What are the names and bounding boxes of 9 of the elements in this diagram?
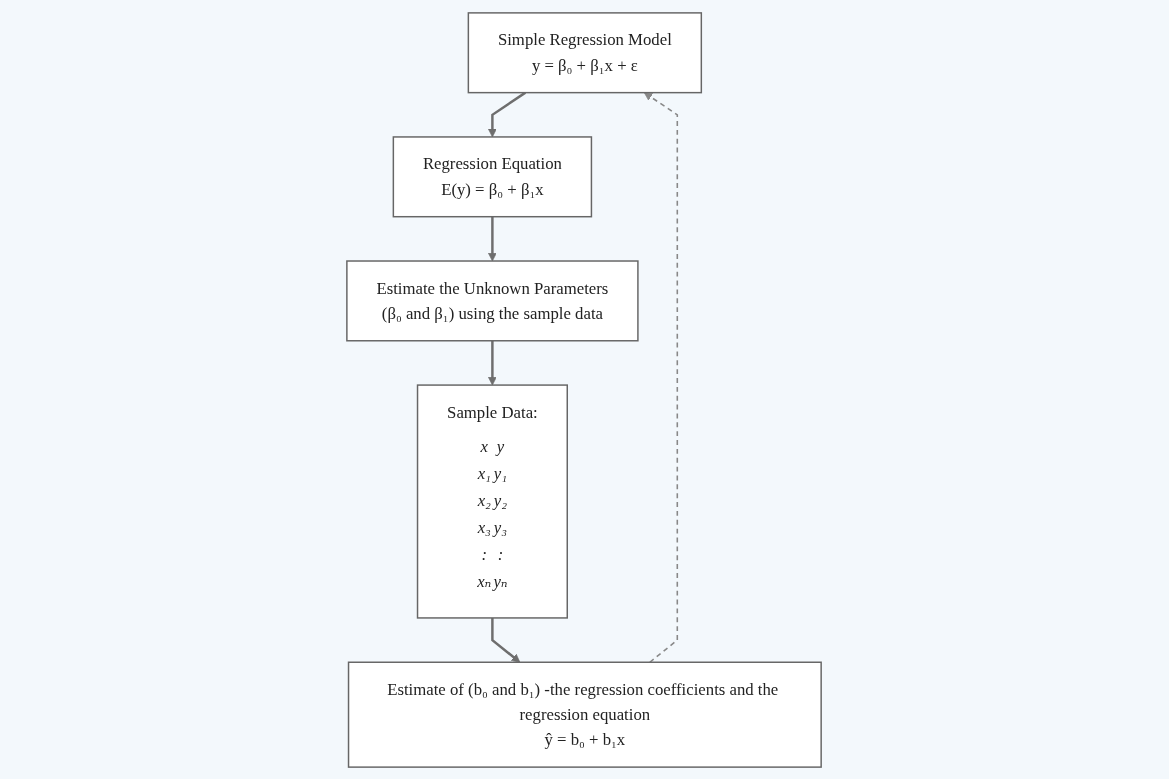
arrow: [488, 216, 498, 261]
node-box: Simple Regression Model y = β₀ + β₁x + ε: [468, 11, 703, 93]
arrow: [488, 91, 527, 137]
node-box: Regression Equation E(y) = β₀ + β₁x: [393, 135, 593, 217]
arrow: [488, 340, 498, 385]
arrow: [491, 617, 521, 663]
node-box: Estimate of (b₀ and b₁) -the regression coefficients and the regression equation ŷ = b₀ + b₁x: [348, 661, 823, 768]
arrow: [644, 91, 679, 663]
node-box: Estimate the Unknown Parameters (β₀ and β₁) using the sample data: [346, 259, 640, 341]
